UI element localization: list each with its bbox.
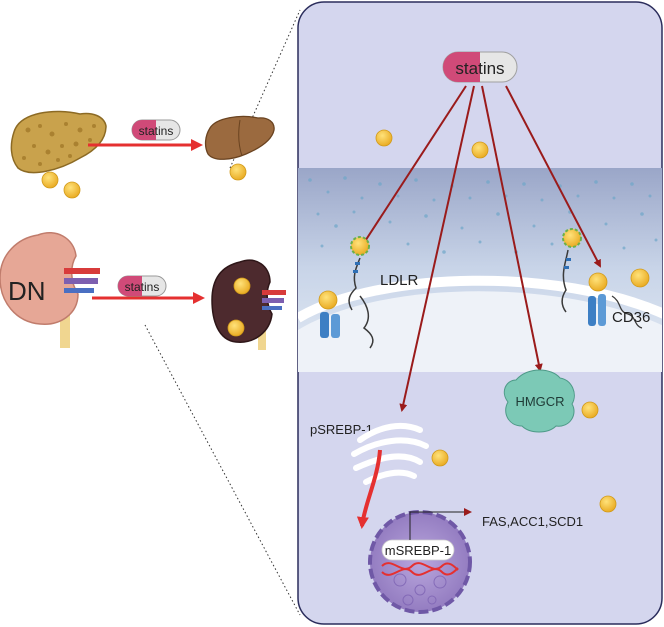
statins-label-liver: statins xyxy=(139,124,174,138)
lipid-droplet xyxy=(471,141,489,159)
lipid-droplet xyxy=(229,163,247,181)
nucleus: mSREBP-1 xyxy=(368,510,472,614)
kidney-diseased-dn: DN xyxy=(0,232,100,348)
statins-label-kidney: statins xyxy=(125,280,160,294)
membrane-region xyxy=(298,168,662,372)
lipid-droplet xyxy=(431,449,449,467)
transcription-arrow xyxy=(409,508,472,540)
msrebp-badge xyxy=(381,539,455,561)
endoplasmic-reticulum xyxy=(351,422,429,485)
liver-treated xyxy=(204,115,275,160)
cd36-receptor xyxy=(561,228,650,329)
arrow-to-hmgcr xyxy=(481,85,543,372)
transporter-left xyxy=(318,290,340,338)
ldlr-receptor xyxy=(348,236,374,349)
arrow-to-ldlr xyxy=(356,85,467,254)
arrow-to-psrebp xyxy=(399,85,475,412)
lipid-droplet xyxy=(63,181,81,199)
lipid-droplet xyxy=(227,319,245,337)
hmgcr-enzyme: HMGCR xyxy=(503,369,575,433)
lipid-droplet xyxy=(581,401,599,419)
arrow-psrebp-to-nucleus xyxy=(356,449,382,529)
psrebp-label: pSREBP-1 xyxy=(310,422,373,437)
ldlr-label: LDLR xyxy=(380,272,419,289)
kidney-treated xyxy=(211,259,286,350)
dn-label: DN xyxy=(8,276,46,306)
statins-pill-kidney: statins xyxy=(117,275,167,297)
liver-untreated xyxy=(10,110,107,174)
lipid-droplet xyxy=(233,277,251,295)
msrebp-label: mSREBP-1 xyxy=(385,543,451,558)
statins-label-main: statins xyxy=(455,59,504,78)
lipid-droplet xyxy=(599,495,617,513)
statins-pill-liver: statins xyxy=(131,119,181,141)
zoom-line-bottom xyxy=(144,324,301,616)
arrow-to-cd36 xyxy=(505,85,601,268)
target-genes-label: FAS,ACC1,SCD1 xyxy=(482,514,583,529)
lipid-droplet xyxy=(41,171,59,189)
statins-pill-main: statins xyxy=(442,51,518,83)
lipid-droplet xyxy=(375,129,393,147)
cd36-label: CD36 xyxy=(612,309,650,326)
hmgcr-label: HMGCR xyxy=(515,394,564,409)
